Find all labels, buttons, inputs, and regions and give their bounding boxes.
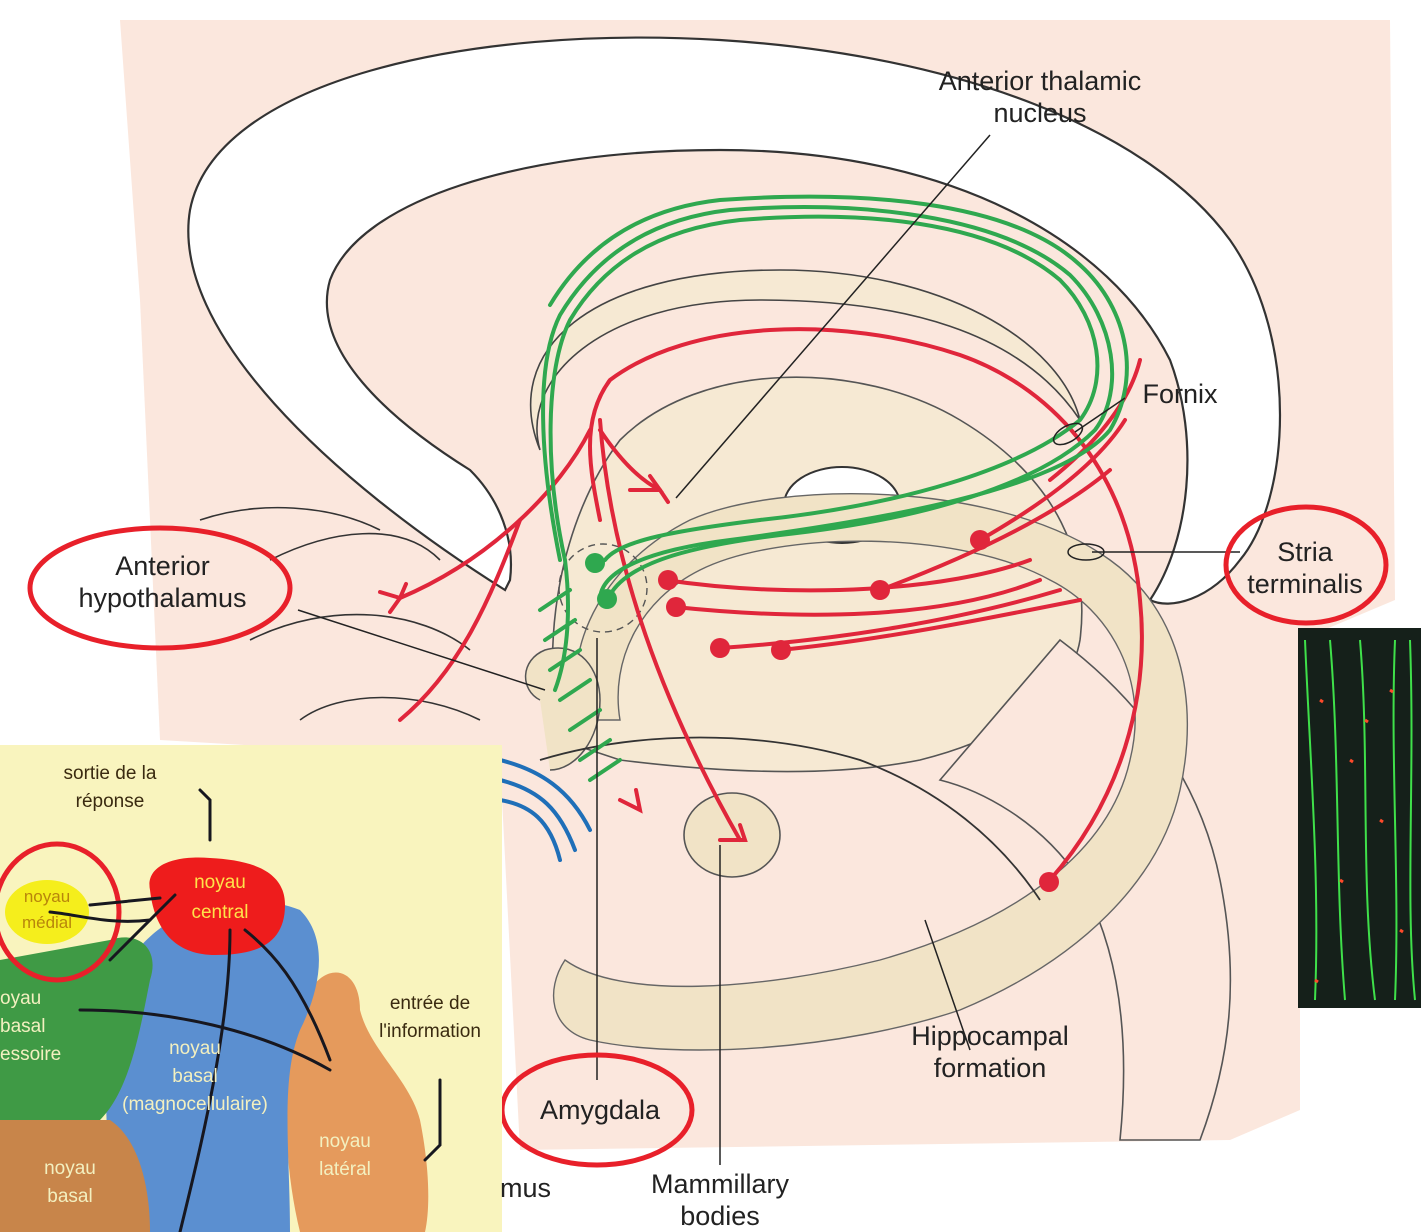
red-soma-6 <box>970 530 990 550</box>
label-hypothalamus-line1: Anterior <box>55 550 270 582</box>
red-soma-7 <box>1039 872 1059 892</box>
label-fornix: Fornix <box>1130 378 1230 410</box>
inset-medial-line2: médial <box>5 910 89 936</box>
label-thalamus-fragment-text: mus <box>500 1172 570 1204</box>
inset-magno-line2: basal <box>100 1063 290 1091</box>
inset-medial-line1: noyau <box>5 884 89 910</box>
label-mammillary-line1: Mammillary <box>610 1168 830 1200</box>
microscopy-inset <box>1298 628 1421 1008</box>
label-hippocampal-line2: formation <box>880 1052 1100 1084</box>
inset-label-magnocellular: noyau basal (magnocellulaire) <box>100 1035 290 1119</box>
inset-label-medial: noyau médial <box>5 884 89 936</box>
green-soma-1 <box>585 553 605 573</box>
label-anterior-thalamic-line2: nucleus <box>905 97 1175 129</box>
label-amygdala: Amygdala <box>520 1094 680 1126</box>
label-anterior-thalamic-line1: Anterior thalamic <box>905 65 1175 97</box>
label-mammillary-line2: bodies <box>610 1200 830 1232</box>
label-stria-line2: terminalis <box>1240 568 1370 600</box>
inset-label-central: noyau central <box>160 868 280 928</box>
label-hypothalamus-line2: hypothalamus <box>55 582 270 614</box>
inset-accessory-line3: essoire <box>0 1041 60 1069</box>
inset-label-lateral: noyau latéral <box>300 1128 390 1184</box>
inset-central-line2: central <box>160 898 280 928</box>
inset-output-line1: sortie de la <box>40 760 180 788</box>
label-fornix-text: Fornix <box>1130 378 1230 410</box>
inset-input-line1: entrée de <box>360 990 500 1018</box>
inset-lateral-line2: latéral <box>300 1156 390 1184</box>
inset-output-line2: réponse <box>40 788 180 816</box>
label-hippocampal-formation: Hippocampal formation <box>880 1020 1100 1084</box>
label-hippocampal-line1: Hippocampal <box>880 1020 1100 1052</box>
label-anterior-thalamic-nucleus: Anterior thalamic nucleus <box>905 65 1175 129</box>
inset-accessory-line1: oyau <box>0 985 60 1013</box>
label-thalamus-fragment: mus <box>500 1172 570 1204</box>
inset-central-line1: noyau <box>160 868 280 898</box>
mammillary-body <box>684 793 780 877</box>
inset-label-output: sortie de la réponse <box>40 760 180 816</box>
inset-lateral-line1: noyau <box>300 1128 390 1156</box>
inset-magno-line3: (magnocellulaire) <box>100 1091 290 1119</box>
label-stria-terminalis: Stria terminalis <box>1240 536 1370 600</box>
label-mammillary-bodies: Mammillary bodies <box>610 1168 830 1232</box>
red-soma-4 <box>771 640 791 660</box>
inset-label-input: entrée de l'information <box>360 990 500 1046</box>
label-stria-line1: Stria <box>1240 536 1370 568</box>
inset-input-line2: l'information <box>360 1018 500 1046</box>
inset-magno-line1: noyau <box>100 1035 290 1063</box>
label-amygdala-text: Amygdala <box>520 1094 680 1126</box>
inset-label-parvocellular: noyau basal <box>25 1155 115 1211</box>
red-soma-2 <box>666 597 686 617</box>
red-soma-3 <box>710 638 730 658</box>
inset-accessory-line2: basal <box>0 1013 60 1041</box>
green-soma-2 <box>597 589 617 609</box>
red-soma-1 <box>658 570 678 590</box>
label-anterior-hypothalamus: Anterior hypothalamus <box>55 550 270 614</box>
inset-label-accessory: oyau basal essoire <box>0 985 60 1069</box>
red-soma-5 <box>870 580 890 600</box>
inset-parvo-line1: noyau <box>25 1155 115 1183</box>
inset-parvo-line2: basal <box>25 1183 115 1211</box>
